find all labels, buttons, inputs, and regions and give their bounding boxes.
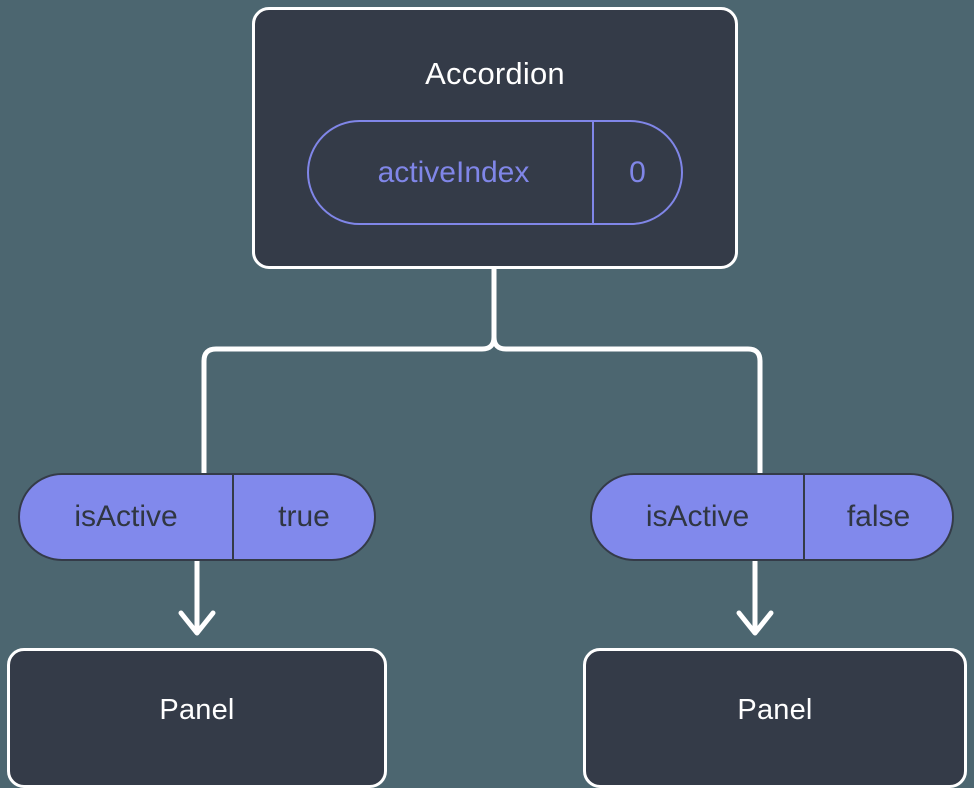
prop-pill-is-active-false-key: isActive	[645, 500, 750, 533]
state-pill-active-index-key: activeIndex	[377, 155, 530, 189]
state-pill-active-index-value: 0	[592, 122, 681, 223]
node-panel-left[interactable]: Panel	[7, 648, 387, 788]
connector-trunk-to-branches	[201, 265, 497, 476]
node-panel-right-title: Panel	[737, 694, 813, 726]
node-panel-right[interactable]: Panel	[583, 648, 967, 788]
node-accordion-title: Accordion	[425, 56, 565, 91]
connector-trunk-to-branch-right	[491, 265, 763, 476]
prop-pill-is-active-false[interactable]: isActive false	[590, 473, 954, 561]
arrow-head-left	[178, 610, 216, 636]
node-panel-left-title: Panel	[159, 694, 235, 726]
state-pill-active-index[interactable]: activeIndex 0	[307, 120, 683, 225]
arrow-head-right	[736, 610, 774, 636]
prop-pill-is-active-true-value: true	[232, 475, 374, 559]
diagram-canvas: Accordion activeIndex 0 isActive true is…	[7, 7, 967, 788]
prop-pill-is-active-true[interactable]: isActive true	[18, 473, 376, 561]
node-accordion[interactable]: Accordion activeIndex 0	[252, 7, 738, 269]
prop-pill-is-active-true-key: isActive	[74, 500, 178, 533]
prop-pill-is-active-false-value: false	[803, 475, 952, 559]
